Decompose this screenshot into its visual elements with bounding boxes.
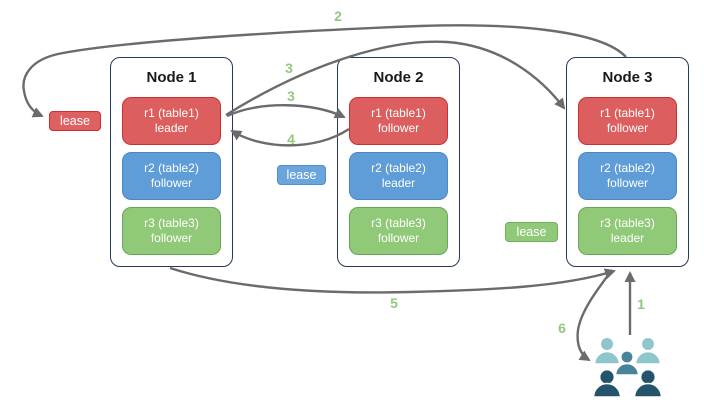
replica-name: r2 (table2) xyxy=(600,161,655,175)
lease-badge-r2: lease xyxy=(277,165,326,185)
replica-name: r1 (table1) xyxy=(371,106,426,120)
replica-name: r1 (table1) xyxy=(600,106,655,120)
step-label-3a: 3 xyxy=(285,60,293,76)
step-label-5: 5 xyxy=(390,295,398,311)
replica-role: follower xyxy=(606,176,649,190)
node-1-replica-r1: r1 (table1) leader xyxy=(122,97,221,145)
arrow-step-6 xyxy=(576,269,613,362)
node-3-title: Node 3 xyxy=(602,69,653,86)
node-2-replica-r2: r2 (table2) leader xyxy=(349,152,448,200)
node-1: Node 1 r1 (table1) leader r2 (table2) fo… xyxy=(110,57,233,267)
replica-name: r2 (table2) xyxy=(144,161,199,175)
node-2-title: Node 2 xyxy=(373,69,424,86)
replica-role: follower xyxy=(377,231,420,245)
node-2-replica-r3: r3 (table3) follower xyxy=(349,207,448,255)
replica-name: r2 (table2) xyxy=(371,161,426,175)
step-label-6: 6 xyxy=(558,320,566,336)
replica-role: follower xyxy=(606,121,649,135)
replica-role: leader xyxy=(154,121,189,135)
node-3-replica-r1: r1 (table1) follower xyxy=(578,97,677,145)
node-1-title: Node 1 xyxy=(146,69,197,86)
replica-name: r3 (table3) xyxy=(600,216,655,230)
users-middle-person xyxy=(614,349,640,376)
node-1-replica-r2: r2 (table2) follower xyxy=(122,152,221,200)
users-front-row xyxy=(592,368,663,398)
replica-name: r3 (table3) xyxy=(144,216,199,230)
node-2-replica-r1: r1 (table1) follower xyxy=(349,97,448,145)
step-label-2: 2 xyxy=(334,8,342,24)
node-1-replica-r3: r3 (table3) follower xyxy=(122,207,221,255)
step-label-4: 4 xyxy=(287,131,295,147)
step-label-3b: 3 xyxy=(287,88,295,104)
replica-name: r3 (table3) xyxy=(371,216,426,230)
node-3: Node 3 r1 (table1) follower r2 (table2) … xyxy=(566,57,689,267)
replica-name: r1 (table1) xyxy=(144,106,199,120)
users-back-row xyxy=(593,336,662,365)
lease-badge-r3: lease xyxy=(505,222,558,242)
arrow-step-3-short xyxy=(226,104,346,119)
replica-role: leader xyxy=(381,176,416,190)
replica-role: follower xyxy=(377,121,420,135)
node-3-replica-r3: r3 (table3) leader xyxy=(578,207,677,255)
replica-role: follower xyxy=(150,231,193,245)
lease-badge-r1: lease xyxy=(49,111,101,131)
node-2: Node 2 r1 (table1) follower r2 (table2) … xyxy=(337,57,460,267)
users-group-icon xyxy=(592,336,663,398)
step-label-1: 1 xyxy=(637,296,645,312)
replica-role: leader xyxy=(610,231,645,245)
node-3-replica-r2: r2 (table2) follower xyxy=(578,152,677,200)
arrow-step-5 xyxy=(169,266,616,294)
replica-role: follower xyxy=(150,176,193,190)
